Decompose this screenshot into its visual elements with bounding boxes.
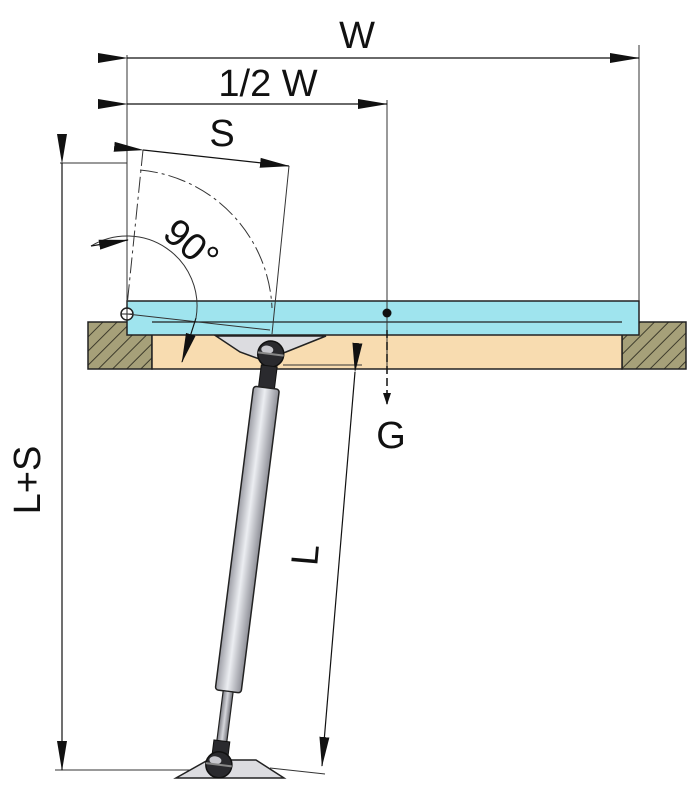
label-w: W	[339, 15, 375, 57]
gas-spring-cylinder	[214, 385, 280, 694]
angle-arc	[90, 235, 198, 319]
label-l-plus-s: L+S	[7, 446, 49, 515]
label-angle: 90°	[155, 211, 226, 280]
label-g: G	[376, 415, 406, 457]
lid-panel	[126, 300, 640, 336]
dimension-s	[113, 141, 290, 168]
label-l: L	[284, 543, 328, 568]
dimension-l	[319, 342, 363, 767]
label-s: S	[209, 113, 234, 155]
label-half-w: 1/2 W	[218, 63, 317, 105]
center-of-gravity-dot	[382, 308, 392, 318]
swing-arc	[139, 169, 273, 309]
gas-spring-rod	[215, 690, 234, 749]
gas-spring	[205, 340, 285, 779]
